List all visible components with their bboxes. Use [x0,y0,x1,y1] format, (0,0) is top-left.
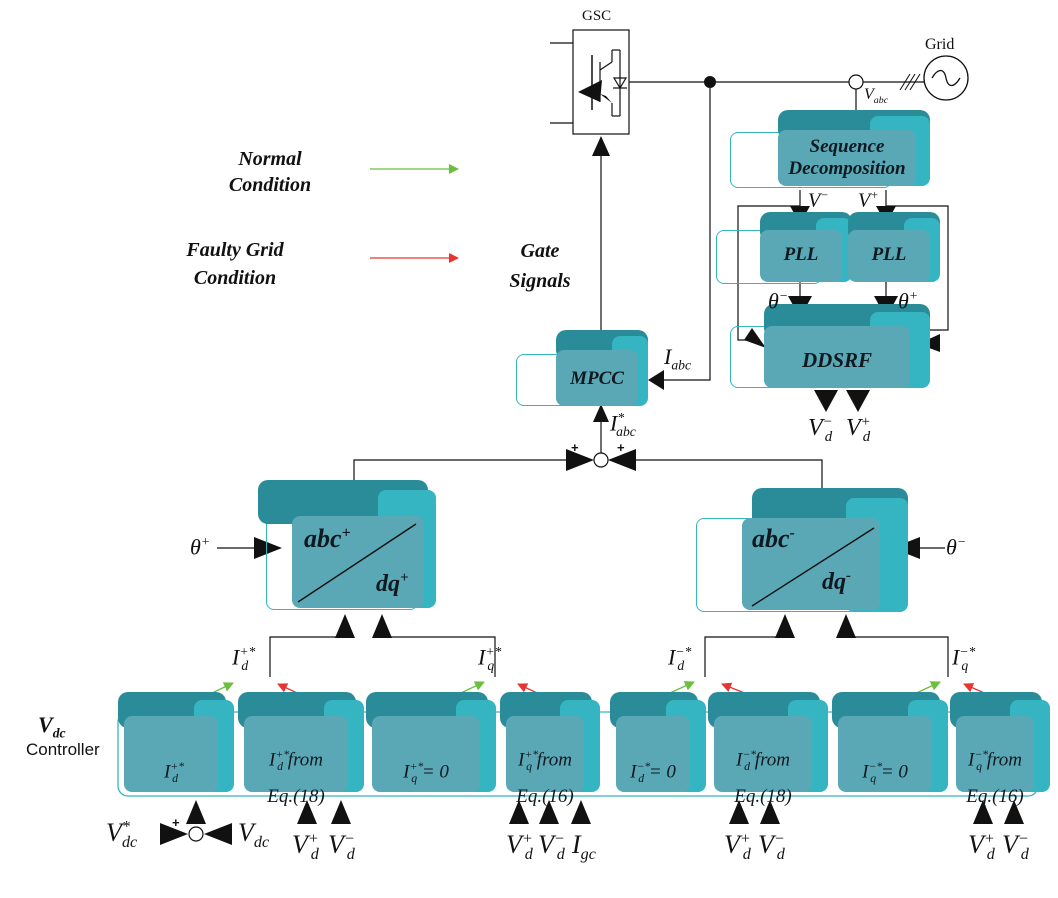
gsc-label: GSC [582,8,612,24]
input-vd-minus-2: V−d [538,830,565,864]
input-arrows [160,800,1024,845]
sum-plus-right: + [617,440,625,455]
vdc-controller-title: Vdc [38,712,66,741]
v-minus-seq-label: V− [808,188,829,212]
input-vd-plus-3: V+d [724,830,751,864]
controller-text-5: I−*d = 0 [630,760,676,786]
id-pos-ref-label: I+*d [232,644,256,673]
vdc-ref-label: V*dc [106,818,138,852]
abc-dq-neg-diagonal [751,527,875,607]
ddsrf-outputs [814,390,870,412]
iq-neg-ref-label: I−*q [952,644,976,673]
vabc-label: Vabc [864,86,889,107]
iq-pos-ref-label: I+*q [478,644,502,673]
vd-plus-ddsrf-label: V+d [846,414,871,445]
pll-pos-label: PLL [871,244,907,265]
input-vd-minus-3: V−d [758,830,785,864]
controller-text-7: I−*q = 0 [862,760,908,786]
gsc-converter [550,29,630,135]
dq-neg-text: dq- [822,568,851,595]
v-plus-seq-label: V+ [858,188,879,212]
abc-dq-positive-block: abc+ dq+ [258,480,436,612]
ddsrf-label: DDSRF [801,348,873,372]
sum-plus-left: + [571,440,579,455]
input-vd-minus-4: V−d [1002,830,1029,864]
id-neg-ref-label: I−*d [668,644,692,673]
input-vd-plus-4: V+d [968,830,995,864]
abc-dq-negative-block: abc- dq- [696,488,908,616]
ddsrf-block: DDSRF [730,304,930,390]
theta-pos-abc-label: θ+ [190,534,211,560]
seq-line1: Sequence [809,136,885,157]
theta-neg-abc-label: θ− [946,534,967,560]
theta-neg-pll-label: θ− [768,288,789,314]
seq-line2: Decomposition [788,158,906,179]
abc-neg-text: abc- [752,524,795,553]
controller-block-7: I−*q = 0 [832,692,948,796]
grid-label: Grid [925,36,955,53]
input-vd-minus-1: V−d [328,830,355,864]
dq-pos-text: dq+ [376,570,409,597]
controller-block-3: I+*q = 0 [366,692,496,796]
gate-signal-wire [592,136,610,338]
abc-dq-pos-diagonal [297,523,417,603]
mpcc-label: MPCC [570,368,624,389]
iabc-feedback-wire [648,88,711,390]
summing-junction [353,404,823,490]
input-vd-plus-2: V+d [506,830,533,864]
input-igc: Igc [572,830,596,864]
vdc-controller-word: Controller [26,740,100,759]
pll-positive-block: PLL [840,212,940,284]
pll-negative-block: PLL [716,212,852,284]
vd-minus-ddsrf-label: V−d [808,414,833,445]
grid-connection [629,55,969,101]
iabc-label: Iabc [664,344,692,373]
mpcc-block: MPCC [516,330,648,408]
abc-pos-text: abc+ [304,524,351,553]
theta-pos-pll-label: θ+ [898,288,919,314]
controller-text-1: I+*d [163,760,185,786]
controller-block-1: I+*d [118,692,234,796]
sum-plus-vdc: + [172,815,180,830]
controller-block-5: I−*d = 0 [610,692,706,796]
controller-text-3: I+*q = 0 [403,760,449,786]
iabc-ref-label: I*abc [610,410,636,439]
vdc-meas-label: Vdc [238,818,270,852]
input-vd-plus-1: V+d [292,830,319,864]
pll-neg-label: PLL [783,244,819,265]
pos-ref-wires [269,614,949,677]
